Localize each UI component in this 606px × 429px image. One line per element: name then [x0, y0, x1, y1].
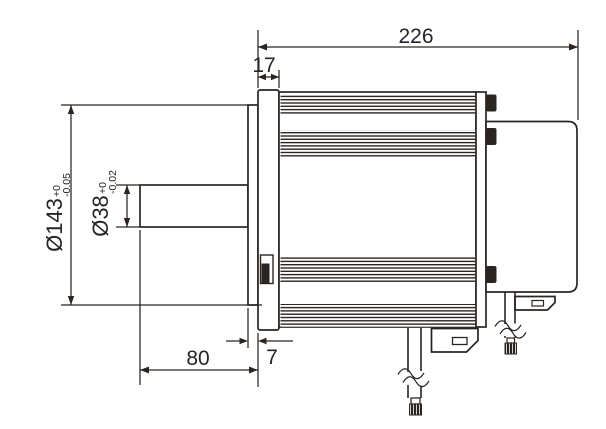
cable-break-symbol [402, 376, 430, 388]
power-cable-bracket-slot [451, 336, 468, 346]
flange-key-slot-fill [261, 263, 270, 283]
dim-boss-depth: 7 [226, 308, 293, 369]
encoder-cable-bracket-slot [531, 299, 545, 307]
fin-band-3 [280, 256, 476, 283]
arrowhead-left-icon [258, 337, 267, 345]
fastener-tab-3 [486, 266, 497, 283]
dim-tolerance-upper: +0 [51, 185, 63, 197]
dim-tolerance-lower: -0.05 [61, 173, 73, 197]
arrowhead-down-icon [123, 218, 131, 227]
fin-band-4 [280, 304, 476, 327]
motor-outline [139, 89, 578, 331]
dim-label-flange-thickness: 17 [252, 54, 275, 77]
fastener-tab-1 [486, 94, 497, 112]
dim-extension-line [257, 30, 579, 120]
dim-extension-line [116, 184, 140, 228]
power-cable-plug [409, 403, 422, 416]
fin-band-1 [280, 94, 476, 114]
arrowhead-up-icon [67, 105, 75, 114]
dim-shaft-diameter: Ø38 +0 -0.02 [88, 170, 140, 237]
dim-label-overall-length: 226 [398, 25, 433, 48]
power-cable-ferrule [410, 397, 421, 405]
cable-break-symbol [494, 320, 522, 332]
dim-overall-length: 226 [257, 25, 579, 120]
dim-shaft-length: 80 [139, 230, 259, 387]
arrowhead-right-icon [569, 43, 578, 51]
arrowhead-left-icon [258, 43, 267, 51]
encoder-cable [494, 292, 556, 355]
arrowhead-right-icon [249, 366, 258, 374]
shaft-outline [139, 184, 249, 228]
mounting-flange [257, 89, 280, 331]
cable-break-symbol [499, 327, 527, 339]
pilot-boss [247, 104, 259, 306]
dim-tolerance-lower: -0.02 [107, 170, 119, 194]
encoder-cable-tube [504, 292, 516, 338]
cable-break-symbol [397, 368, 425, 380]
fastener-tab-2 [486, 128, 497, 145]
dim-flange-thickness: 17 [252, 54, 280, 88]
arrowhead-right-icon [239, 337, 248, 345]
dim-extension-line [61, 104, 262, 306]
motor-body [278, 91, 477, 328]
fin-band-2 [280, 130, 476, 158]
encoder-housing [485, 120, 578, 293]
power-cable-tube [407, 328, 422, 398]
arrowhead-left-icon [140, 366, 149, 374]
encoder-cable-plug [504, 342, 517, 355]
dim-label-spigot-diameter: Ø143 +0 -0.05 [42, 173, 73, 252]
arrowhead-right-icon [271, 73, 279, 81]
dim-label-shaft-diameter: Ø38 +0 -0.02 [88, 170, 119, 237]
dim-value: Ø38 [88, 195, 113, 237]
dim-extension-line [139, 230, 259, 387]
rear-end-plate [475, 91, 487, 328]
encoder-cable-ferrule [506, 337, 516, 344]
arrowhead-down-icon [67, 296, 75, 305]
dim-label-boss-depth: 7 [266, 346, 278, 369]
dim-spigot-diameter: Ø143 +0 -0.05 [42, 104, 262, 306]
power-cable [397, 327, 479, 416]
arrowhead-up-icon [123, 185, 131, 194]
dim-label-shaft-length: 80 [186, 347, 209, 370]
arrowhead-left-icon [258, 73, 266, 81]
dim-value: Ø143 [42, 198, 67, 252]
dim-tolerance-upper: +0 [97, 182, 109, 194]
